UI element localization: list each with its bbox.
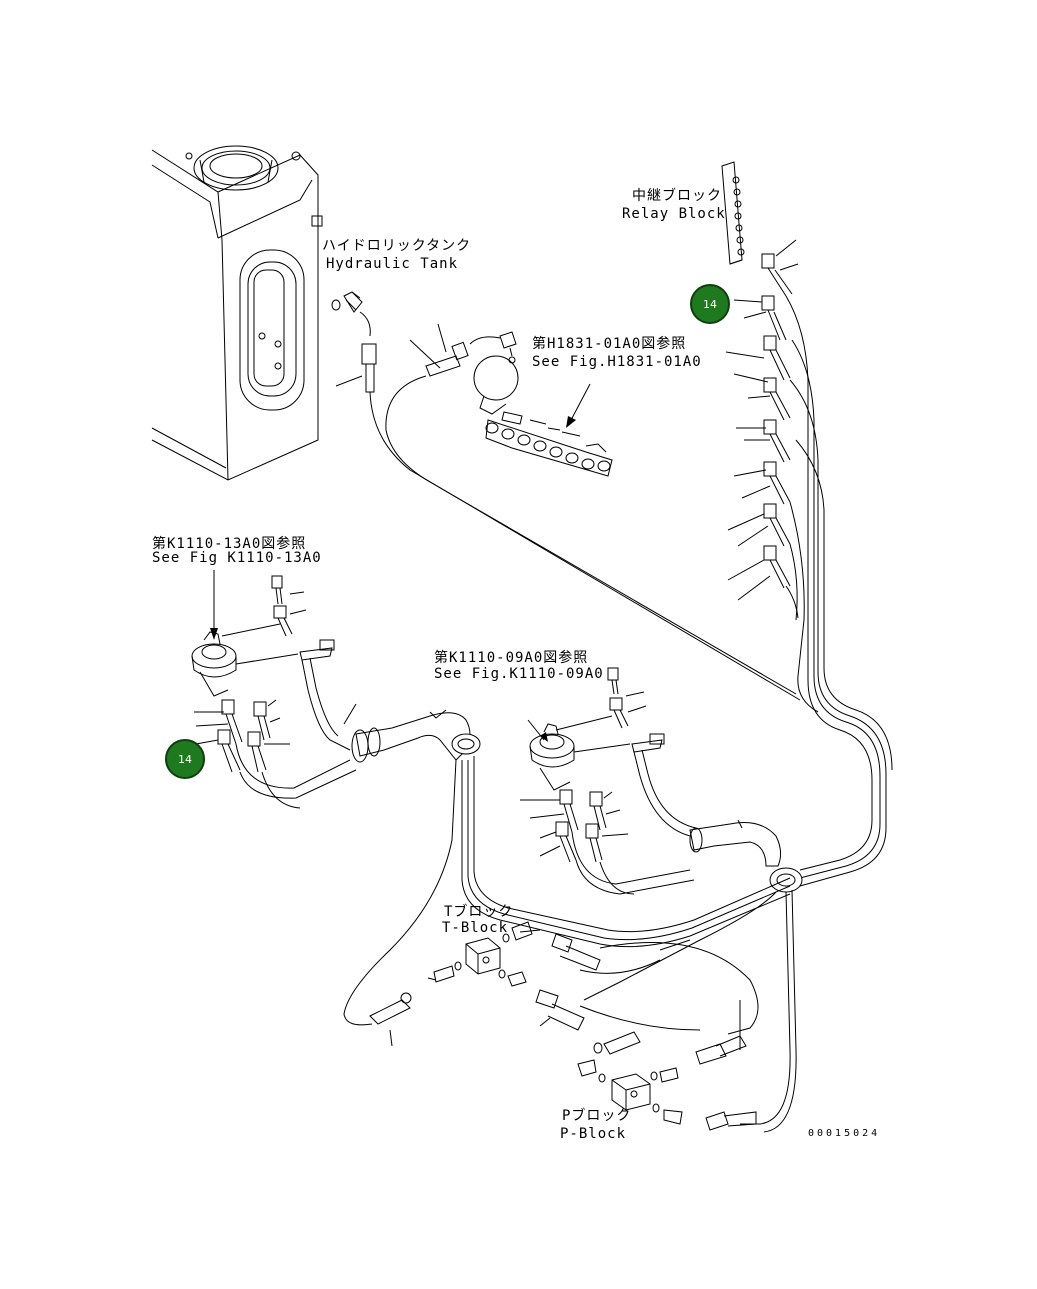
callout-badge-14-top[interactable]: 14	[690, 284, 730, 324]
pump-assembly-left	[191, 570, 237, 697]
tank-return-hoses	[369, 375, 801, 701]
t-block-hose-ends	[369, 933, 601, 1047]
ref-h1831-label-jp: 第H1831-01A0図参照	[532, 335, 686, 352]
t-block-label-jp: Tブロック	[444, 903, 513, 920]
t-block	[427, 921, 541, 987]
left-pump-hoses	[235, 687, 357, 809]
callout-number: 14	[703, 298, 717, 311]
ref-k1110-09-label-jp: 第K1110-09A0図参照	[434, 649, 588, 666]
pump-center-fittings	[520, 667, 665, 863]
center-pump-hoses	[571, 773, 697, 895]
ref-h1831-label-en: See Fig.H1831-01A0	[532, 354, 702, 370]
relay-block-label-en: Relay Block	[622, 206, 726, 222]
right-elbow	[689, 819, 803, 893]
valve-assembly-h1831	[469, 331, 613, 477]
pump-assembly-center	[527, 719, 575, 791]
figure-number: 00015024	[808, 1128, 880, 1139]
ref-k1110-09-label-en: See Fig.K1110-09A0	[434, 666, 604, 682]
p-block-label-jp: Pブロック	[562, 1107, 631, 1124]
relay-hose-ends	[725, 239, 799, 601]
hydraulic-tank	[151, 145, 323, 481]
hydraulic-tank-label-jp: ハイドロリックタンク	[322, 238, 471, 254]
t-block-label-en: T-Block	[442, 920, 508, 936]
hydraulic-tank-label-en: Hydraulic Tank	[326, 256, 458, 272]
relay-hose-bundle	[785, 295, 893, 887]
relay-block-label-jp: 中継ブロック	[632, 187, 722, 204]
hose-end-h1831	[409, 323, 469, 377]
tank-fitting	[331, 291, 377, 393]
callout-badge-14-left[interactable]: 14	[165, 739, 205, 779]
callout-number: 14	[178, 753, 192, 766]
central-elbow	[343, 703, 481, 763]
p-block	[577, 1031, 757, 1131]
pump-left-fittings	[194, 575, 335, 773]
ref-k1110-13-label-jp: 第K1110-13A0図参照	[152, 535, 306, 552]
p-block-label-en: P-Block	[560, 1126, 626, 1142]
relay-block	[721, 161, 745, 265]
ref-k1110-13-label-en: See Fig K1110-13A0	[152, 550, 322, 566]
main-hose-bundle	[343, 756, 797, 1133]
